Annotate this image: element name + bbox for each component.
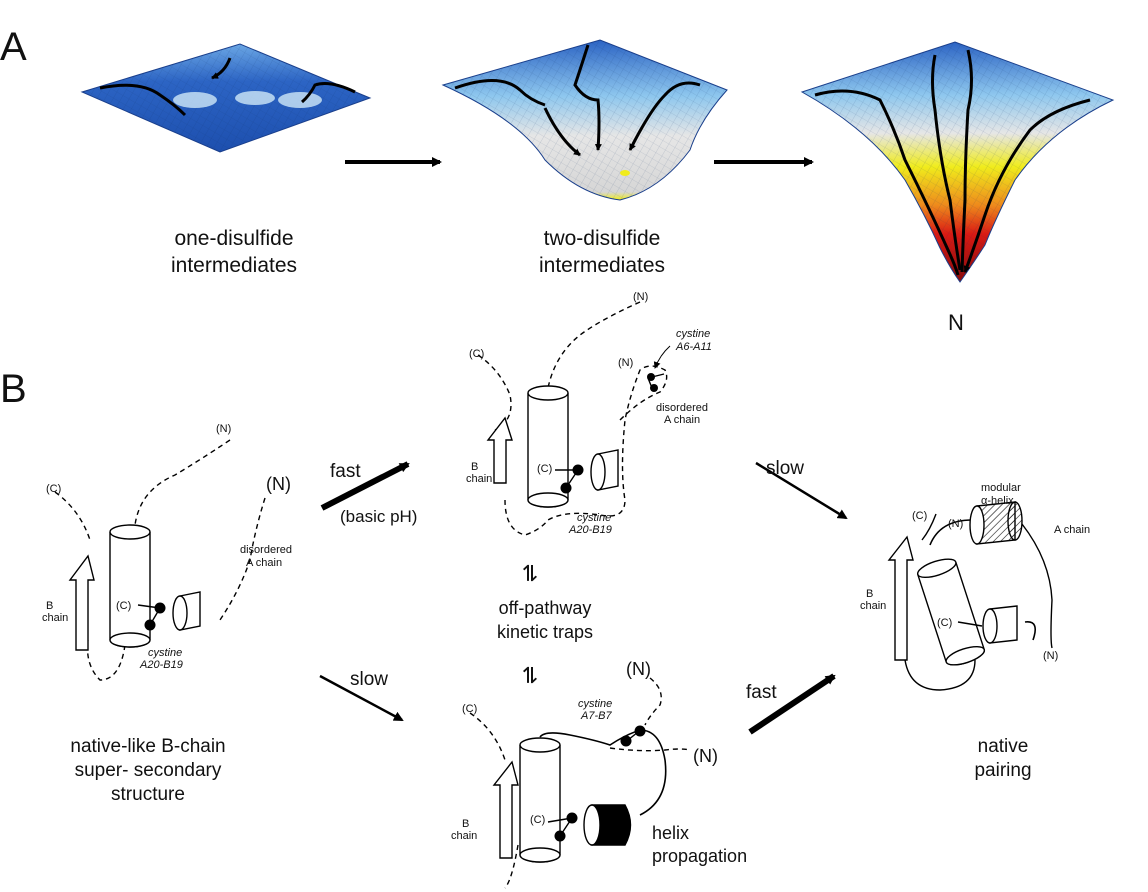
left-n-top: (N) (216, 423, 231, 435)
landscape-native (800, 41, 1115, 283)
top-cystine-2: A20-B19 (568, 524, 612, 536)
label-native-n: N (948, 310, 964, 335)
arrow-slow-top (755, 461, 848, 520)
left-c-top: (C) (46, 483, 61, 495)
top-disordered-1: disordered (656, 402, 708, 414)
structure-native-pairing (887, 501, 1053, 691)
left-n-big: (N) (266, 474, 291, 494)
top-disordered-2: A chain (664, 414, 700, 426)
arrow-fast-top (320, 461, 410, 511)
panel-a-letter: A (0, 25, 27, 69)
right-caption-1: native (978, 736, 1029, 757)
top-n-mid: (N) (618, 357, 633, 369)
left-disordered-1: disordered (240, 544, 292, 556)
left-disordered-2: A chain (246, 557, 282, 569)
bottom-n-right: (N) (693, 746, 718, 766)
right-n-top: (N) (948, 518, 963, 530)
equilibrium-bottom: ⇌ (518, 666, 543, 684)
landscape-one-disulfide (80, 43, 372, 153)
top-b-2: chain (466, 473, 492, 485)
traps-line2: kinetic traps (497, 622, 593, 642)
bottom-n-top: (N) (626, 659, 651, 679)
right-b-1: B (866, 588, 873, 600)
left-b-1: B (46, 600, 53, 612)
top-cystine6-2: A6-A11 (675, 341, 712, 353)
label-basic-ph: (basic pH) (340, 507, 417, 526)
top-c-top: (C) (469, 348, 484, 360)
left-b-2: chain (42, 612, 68, 624)
label-slow-top: slow (766, 458, 804, 479)
label-two-disulfide-1: two-disulfide (544, 227, 661, 250)
right-c-mid: (C) (937, 617, 952, 629)
arrow-slow-bottom (319, 674, 404, 722)
panel-b-letter: B (0, 367, 27, 411)
top-n-top: (N) (633, 291, 648, 303)
left-caption-2: super- secondary (75, 760, 222, 781)
equilibrium-top: ⇌ (518, 564, 543, 582)
helix-label-2: propagation (652, 846, 747, 866)
label-one-disulfide-1: one-disulfide (174, 227, 293, 250)
right-c-top: (C) (912, 510, 927, 522)
left-c-mid: (C) (116, 600, 131, 612)
right-a-chain: A chain (1054, 524, 1090, 536)
traps-line1: off-pathway (499, 598, 592, 618)
bottom-c-top: (C) (462, 703, 477, 715)
bottom-c-mid: (C) (530, 814, 545, 826)
label-two-disulfide-2: intermediates (539, 254, 665, 277)
arrow-fast-bottom (748, 673, 836, 735)
right-modular-1: modular (981, 482, 1021, 494)
left-caption-3: structure (111, 784, 185, 805)
bottom-b-2: chain (451, 830, 477, 842)
left-caption-1: native-like B-chain (70, 736, 225, 757)
right-b-2: chain (860, 600, 886, 612)
structure-a7-b7-intermediate (469, 677, 691, 889)
bottom-cystine-2: A7-B7 (580, 710, 612, 722)
label-fast-bottom: fast (746, 682, 777, 703)
right-n-bottom: (N) (1043, 650, 1058, 662)
label-fast-top: fast (330, 461, 361, 482)
top-c-mid: (C) (537, 463, 552, 475)
landscape-two-disulfide (441, 39, 728, 201)
top-b-1: B (471, 461, 478, 473)
right-modular-2: α-helix (981, 495, 1014, 507)
right-caption-2: pairing (974, 760, 1031, 781)
bottom-b-1: B (462, 818, 469, 830)
label-one-disulfide-2: intermediates (171, 254, 297, 277)
structure-native-like-b-chain (54, 439, 266, 681)
top-cystine6-1: cystine (676, 328, 710, 340)
bottom-cystine-1: cystine (578, 698, 612, 710)
structure-a20-b19-intermediate (477, 301, 671, 536)
left-cystine-1: cystine (148, 647, 182, 659)
label-slow-bottom: slow (350, 669, 388, 690)
left-cystine-2: A20-B19 (139, 659, 183, 671)
helix-label-1: helix (652, 823, 689, 843)
top-cystine-1: cystine (577, 512, 611, 524)
